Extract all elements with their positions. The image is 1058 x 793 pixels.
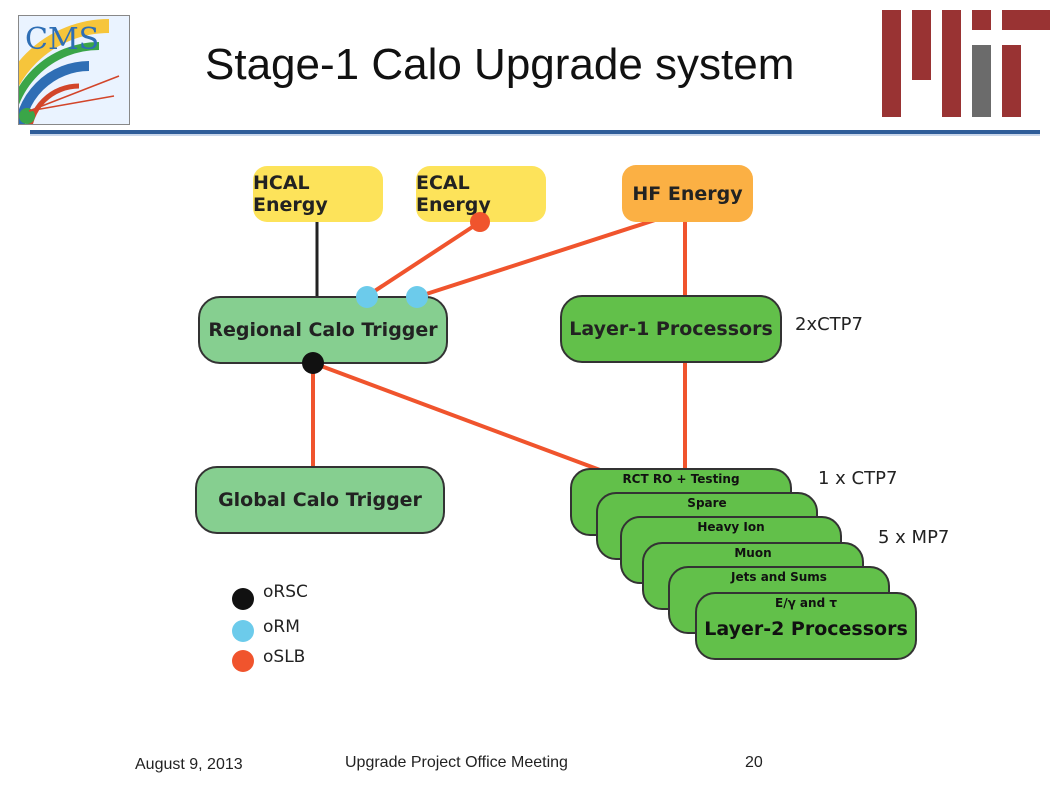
global-calo-trigger-box: Global Calo Trigger: [195, 466, 445, 534]
card-layer2-processors: E/γ and τ Layer-2 Processors: [695, 592, 917, 660]
rct-orm-dot-2: [406, 286, 428, 308]
title-rule: [30, 130, 1040, 134]
layer2-processors-label: Layer-2 Processors: [704, 618, 908, 640]
mp7-count-label: 5 x MP7: [878, 527, 950, 548]
hcal-energy-box: HCAL Energy: [253, 166, 383, 222]
card-eg-tau-label: E/γ and τ: [775, 596, 837, 610]
mit-logo: [882, 10, 1052, 125]
regional-calo-trigger-box: Regional Calo Trigger: [198, 296, 448, 364]
slide-title: Stage-1 Calo Upgrade system: [205, 40, 795, 89]
cms-logo: CMS: [18, 15, 130, 125]
wire-hf-rct: [416, 218, 656, 299]
legend-orsc-label: oRSC: [263, 582, 308, 602]
footer-page-number: 20: [745, 754, 763, 771]
legend-orsc-dot: [232, 588, 254, 610]
footer-date: August 9, 2013: [135, 756, 243, 773]
legend-oslb-label: oSLB: [263, 647, 306, 667]
wire-ecal-rct: [365, 220, 482, 298]
rct-orm-dot-1: [356, 286, 378, 308]
legend-orm-dot: [232, 620, 254, 642]
ctp7-count-label: 1 x CTP7: [818, 468, 898, 489]
hf-energy-box: HF Energy: [622, 165, 753, 222]
ecal-energy-box: ECAL Energy: [416, 166, 546, 222]
layer1-processors-box: Layer-1 Processors: [560, 295, 782, 363]
layer1-count-label: 2xCTP7: [795, 314, 863, 335]
footer-meeting: Upgrade Project Office Meeting: [345, 754, 568, 771]
legend-oslb-dot: [232, 650, 254, 672]
title-rule-shadow: [30, 134, 1040, 136]
cms-logo-text: CMS: [25, 22, 100, 57]
legend-orm-label: oRM: [263, 617, 300, 637]
wire-rct-layer2: [312, 361, 601, 472]
ecal-oslb-dot: [470, 212, 490, 232]
rct-orsc-dot: [302, 352, 324, 374]
